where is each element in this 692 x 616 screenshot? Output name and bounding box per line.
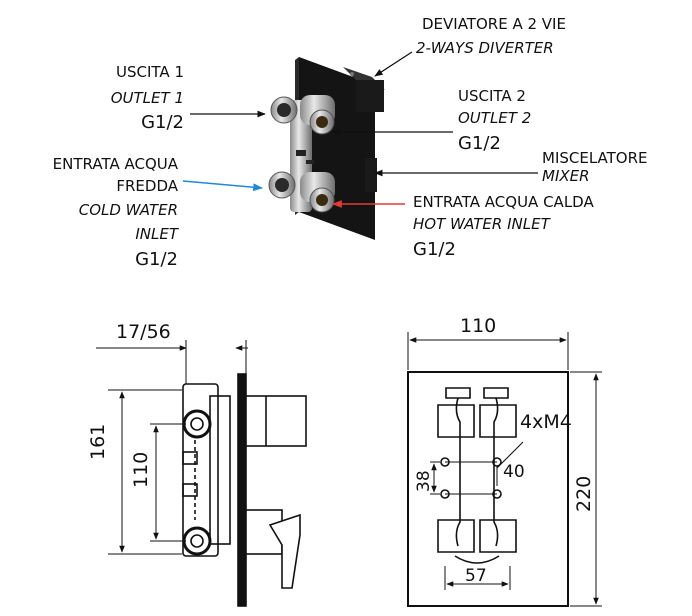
outlet2-size: G1/2 [458,133,501,154]
diverter-label-en: 2-WAYS DIVERTER [416,39,554,57]
hot-inlet-size: G1/2 [413,239,456,260]
cold-inlet-arrow [182,180,263,192]
product-illustration [268,57,385,240]
screw-spacing-v: 38 [414,470,434,492]
hot-inlet-label-it: ENTRATA ACQUA CALDA [413,193,594,211]
mixer-label-en: MIXER [542,167,590,185]
diverter-label-it: DEVIATORE A 2 VIE [422,15,566,33]
height-axis-dimension: 110 [130,451,152,488]
depth-dimension: 17/56 [116,321,171,343]
diverter-arrow [374,51,413,77]
outlet2-label-en: OUTLET 2 [458,109,532,127]
front-view [407,371,569,607]
plate-height-dimension: 220 [573,475,595,512]
outlet1-label-en: OUTLET 1 [110,89,184,107]
screw-spacing-h: 40 [503,462,525,482]
cold-inlet-label-en-1: COLD WATER [78,201,178,219]
screws-label: 4xM4 [520,411,572,433]
width-dimension: 110 [460,315,497,337]
hot-inlet-label-en: HOT WATER INLET [413,215,550,233]
front-view-dimensions [407,332,602,607]
cold-inlet-size: G1/2 [135,249,178,270]
outlet2-label-it: USCITA 2 [458,87,526,105]
bottom-width-dimension: 57 [465,566,487,586]
mixer-label-it: MISCELATORE [542,149,648,167]
side-view-dimensions [96,340,248,555]
height-total-dimension: 161 [87,423,109,460]
side-view [182,373,307,607]
outlet1-label-it: USCITA 1 [116,63,184,81]
outlet1-size: G1/2 [141,112,184,133]
cold-inlet-label-it-1: ENTRATA ACQUA [52,155,178,173]
cold-inlet-label-it-2: FREDDA [116,177,178,195]
cold-inlet-label-en-2: INLET [135,225,178,243]
